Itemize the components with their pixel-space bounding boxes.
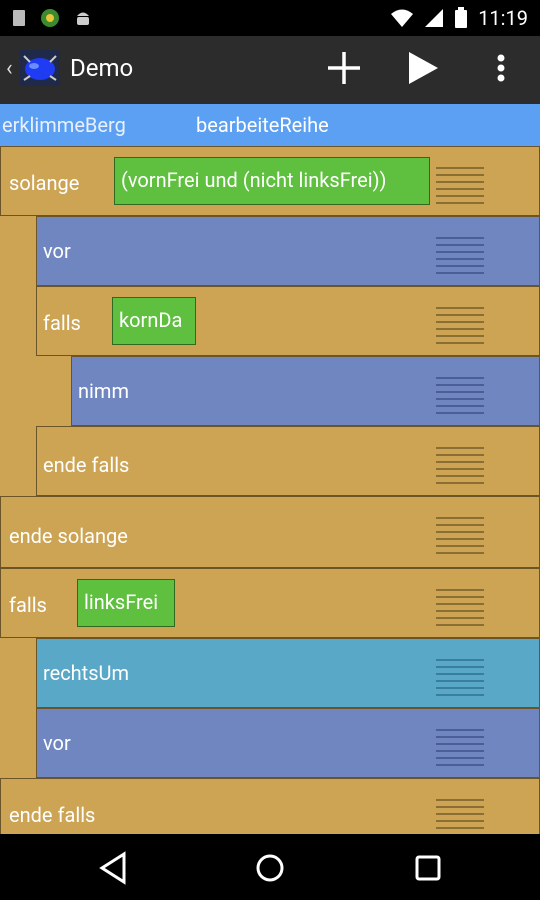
tab-bearbeitereihe[interactable]: bearbeiteReihe bbox=[196, 113, 329, 137]
if-block-header[interactable]: falls linksFrei bbox=[0, 568, 540, 638]
battery-icon bbox=[455, 7, 468, 28]
soccer-ball-icon bbox=[41, 9, 59, 27]
program-canvas[interactable]: solange (vornFrei und (nicht linksFrei))… bbox=[0, 146, 540, 834]
drag-handle[interactable] bbox=[436, 794, 484, 834]
condition-block[interactable]: kornDa bbox=[112, 297, 196, 345]
block-keyword: falls bbox=[43, 311, 81, 335]
overflow-menu-icon[interactable] bbox=[486, 46, 516, 90]
block-keyword: solange bbox=[9, 171, 80, 195]
procedure-tabs: erklimmeBerg bearbeiteReihe bbox=[0, 104, 540, 146]
block-keyword: vor bbox=[43, 731, 71, 755]
block-keyword: ende falls bbox=[9, 803, 96, 827]
block-keyword: falls bbox=[9, 593, 47, 617]
drag-handle[interactable] bbox=[436, 232, 484, 276]
back-icon[interactable] bbox=[92, 846, 136, 890]
android-icon bbox=[77, 12, 89, 25]
condition-block[interactable]: (vornFrei und (nicht linksFrei)) bbox=[114, 157, 430, 205]
block-keyword: nimm bbox=[78, 379, 129, 403]
system-nav-bar bbox=[0, 834, 540, 900]
block-keyword: rechtsUm bbox=[43, 661, 130, 685]
block-keyword: ende solange bbox=[9, 524, 128, 548]
signal-icon bbox=[425, 9, 444, 27]
block-keyword: vor bbox=[43, 239, 71, 263]
add-icon[interactable] bbox=[322, 46, 366, 90]
drag-handle[interactable] bbox=[436, 372, 484, 416]
home-icon[interactable] bbox=[248, 846, 292, 890]
drag-handle[interactable] bbox=[436, 442, 484, 486]
drag-handle[interactable] bbox=[436, 724, 484, 768]
drag-handle[interactable] bbox=[436, 302, 484, 346]
kara-beetle-logo[interactable] bbox=[20, 48, 60, 88]
recents-icon[interactable] bbox=[406, 846, 450, 890]
tab-erklimmeberg[interactable]: erklimmeBerg bbox=[2, 113, 126, 137]
app-bar: ‹ Demo bbox=[0, 36, 540, 104]
app-title: Demo bbox=[70, 54, 134, 82]
play-icon[interactable] bbox=[400, 46, 444, 90]
drag-handle[interactable] bbox=[436, 584, 484, 628]
drag-handle[interactable] bbox=[436, 162, 484, 206]
block-keyword: ende falls bbox=[43, 453, 130, 477]
condition-block[interactable]: linksFrei bbox=[77, 579, 175, 627]
drag-handle[interactable] bbox=[436, 654, 484, 698]
status-bar: 11:19 bbox=[0, 0, 540, 36]
up-chevron-icon[interactable]: ‹ bbox=[6, 56, 13, 81]
drag-handle[interactable] bbox=[436, 512, 484, 556]
sim-card-icon bbox=[13, 10, 25, 26]
clock: 11:19 bbox=[478, 6, 528, 30]
wifi-icon bbox=[391, 9, 414, 27]
